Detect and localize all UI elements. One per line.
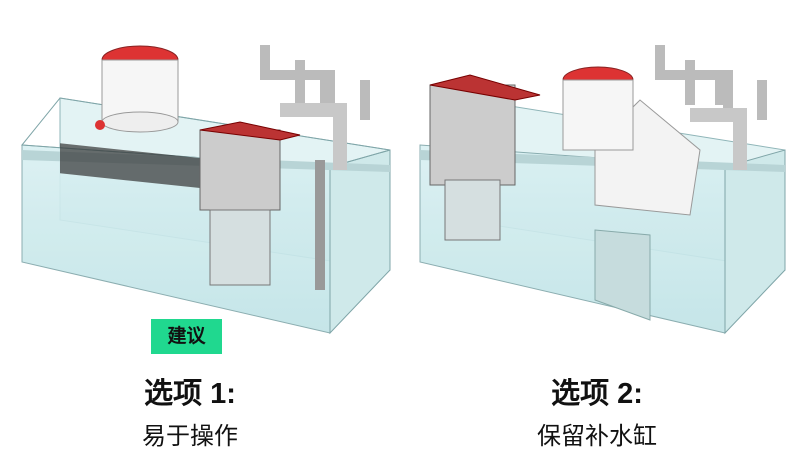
option-2-illustration (419, 45, 786, 335)
option-1-subtitle: 易于操作 (142, 423, 238, 450)
recommended-badge: 建议 (151, 319, 222, 354)
option-1-title: 选项 1: (144, 378, 236, 410)
option-2-title: 选项 2: (551, 378, 643, 410)
option-2-subtitle: 保留补水缸 (537, 423, 657, 450)
option-1-illustration (21, 45, 391, 335)
